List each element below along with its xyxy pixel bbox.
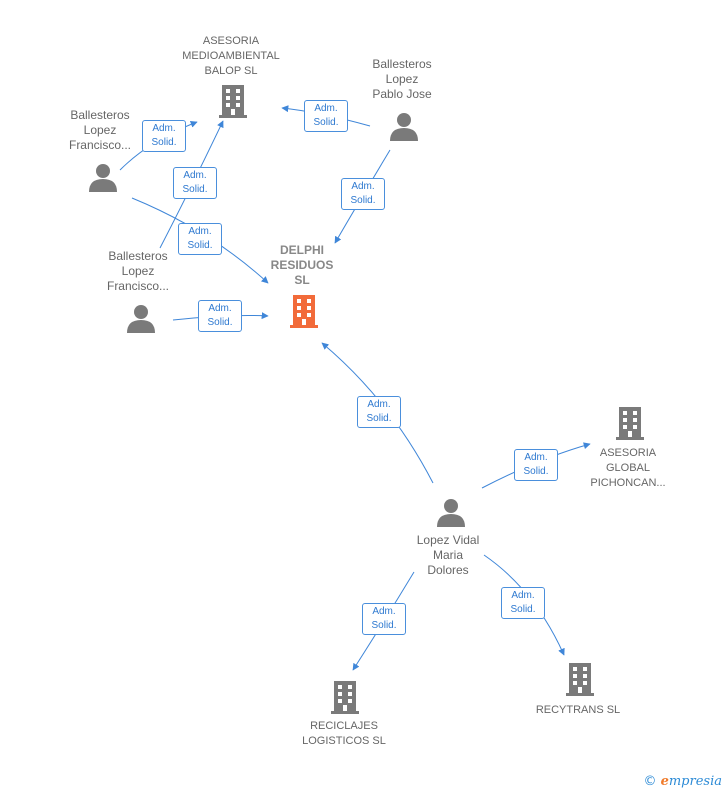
node-label-lopez-vidal: Lopez Vidal Maria Dolores <box>416 533 480 577</box>
relation-label-francisco2-balop[interactable]: Adm. Solid. <box>173 167 217 199</box>
relation-role: Adm. <box>511 590 535 601</box>
node-label-pablo-jose: Ballesteros Lopez Pablo Jose <box>372 57 432 101</box>
person-icon-lopez-vidal[interactable] <box>435 497 467 527</box>
relation-label-pablojose-balop[interactable]: Adm. Solid. <box>304 100 348 132</box>
relation-label-francisco2-delphi[interactable]: Adm. Solid. <box>198 300 242 332</box>
relation-role: Adm. <box>314 103 338 114</box>
relation-type: Solid. <box>350 195 376 206</box>
relation-label-lopezvidal-reciclajes[interactable]: Adm. Solid. <box>362 603 406 635</box>
footer-brand: © empresia <box>643 774 722 789</box>
relation-type: Solid. <box>366 413 392 424</box>
relation-type: Solid. <box>187 240 213 251</box>
relation-role: Adm. <box>208 303 232 314</box>
copyright-icon: © <box>643 774 657 789</box>
relation-type: Solid. <box>313 117 339 128</box>
relation-label-lopezvidal-pichoncan[interactable]: Adm. Solid. <box>514 449 558 481</box>
brand-initial: e <box>660 774 669 789</box>
node-label-pichoncan: ASESORIA GLOBAL PICHONCAN... <box>590 447 666 489</box>
brand-name: mpresia <box>668 774 722 789</box>
person-icon-francisco-2[interactable] <box>125 303 157 333</box>
node-label-balop: ASESORIA MEDIOAMBIENTAL BALOP SL <box>182 35 280 77</box>
building-icon-pichoncan[interactable] <box>615 405 645 441</box>
building-icon-reciclajes[interactable] <box>330 679 360 715</box>
building-icon-delphi[interactable] <box>288 293 320 329</box>
node-label-francisco-2: Ballesteros Lopez Francisco... <box>106 249 169 293</box>
relation-role: Adm. <box>524 452 548 463</box>
relation-role: Adm. <box>351 181 375 192</box>
relation-type: Solid. <box>523 466 549 477</box>
node-label-francisco-1: Ballesteros Lopez Francisco... <box>68 108 131 152</box>
relation-role: Adm. <box>372 606 396 617</box>
node-label-recytrans: RECYTRANS SL <box>535 704 621 716</box>
person-icon-pablo-jose[interactable] <box>388 111 420 141</box>
person-icon-francisco-1[interactable] <box>87 162 119 192</box>
relation-role: Adm. <box>183 170 207 181</box>
relation-label-pablojose-delphi[interactable]: Adm. Solid. <box>341 178 385 210</box>
relation-label-lopezvidal-delphi[interactable]: Adm. Solid. <box>357 396 401 428</box>
building-icon-recytrans[interactable] <box>565 661 595 697</box>
relation-type: Solid. <box>510 604 536 615</box>
relation-type: Solid. <box>151 137 177 148</box>
relation-type: Solid. <box>182 184 208 195</box>
building-icon-balop[interactable] <box>218 83 248 119</box>
relation-type: Solid. <box>371 620 397 631</box>
relation-label-francisco1-delphi[interactable]: Adm. Solid. <box>178 223 222 255</box>
relation-role: Adm. <box>188 226 212 237</box>
relation-type: Solid. <box>207 317 233 328</box>
relation-label-francisco1-balop[interactable]: Adm. Solid. <box>142 120 186 152</box>
node-label-reciclajes: RECICLAJES LOGISTICOS SL <box>302 720 386 747</box>
relation-label-lopezvidal-recytrans[interactable]: Adm. Solid. <box>501 587 545 619</box>
relation-role: Adm. <box>367 399 391 410</box>
node-label-delphi: DELPHI RESIDUOS SL <box>270 243 334 287</box>
relation-role: Adm. <box>152 123 176 134</box>
